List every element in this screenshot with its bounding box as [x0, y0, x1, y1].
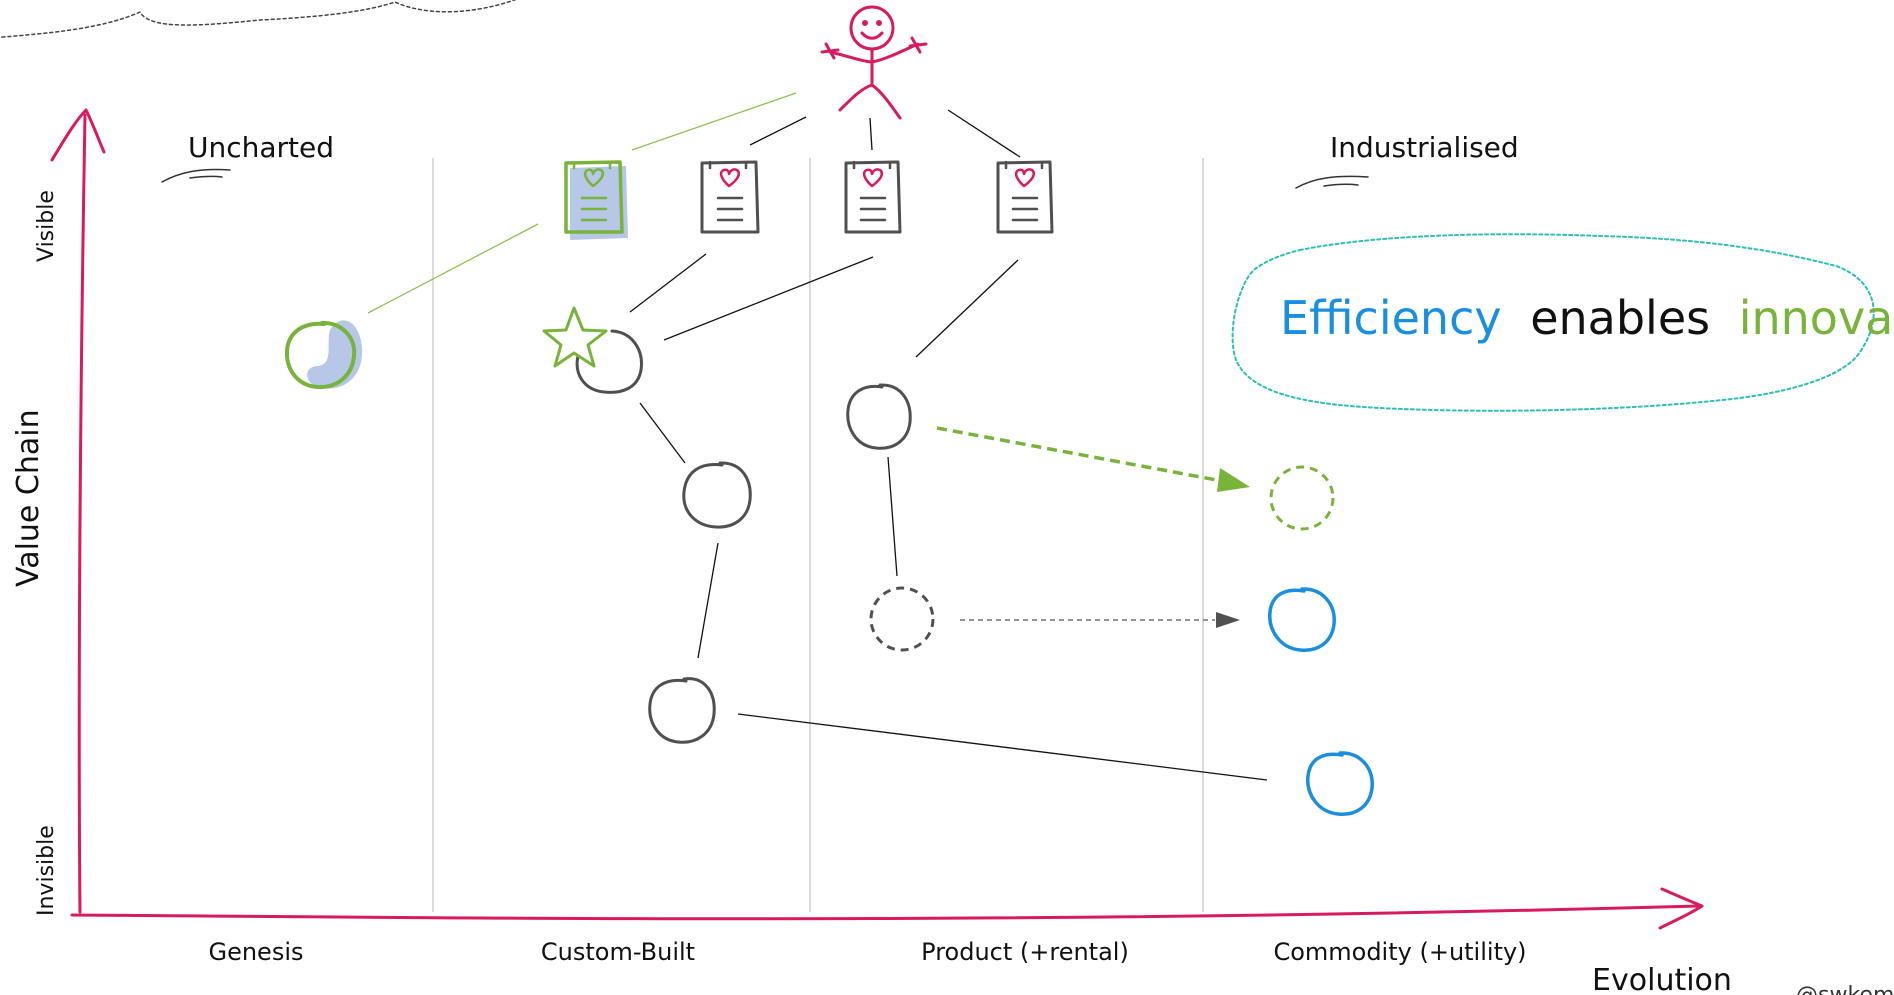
star-icon [542, 306, 608, 368]
author-credit: @swkem [1796, 983, 1894, 995]
need-document-green-body [564, 160, 624, 234]
evolution-arrow-green-head [1217, 468, 1250, 492]
user-smile [860, 31, 884, 40]
x-axis-title: Evolution [1592, 963, 1732, 995]
need-document-3-heart [862, 168, 884, 188]
user-right-eye [876, 20, 882, 26]
user-head [849, 5, 895, 51]
callout-word-efficiency: Efficiency [1280, 291, 1502, 345]
component-custom-lower [648, 677, 716, 744]
link-green-need-to-genesis [367, 223, 539, 314]
stage-label-custom-built: Custom-Built [541, 938, 695, 966]
need-document-2-tab [708, 160, 748, 170]
need-document-3-body [844, 160, 902, 234]
region-scribble-industrialised [1295, 175, 1369, 189]
component-product [846, 383, 912, 450]
stage-dividers [432, 158, 1204, 912]
callout-word-innovation: innovation [1739, 291, 1894, 345]
y-axis-title: Value Chain [11, 409, 46, 587]
user-arms [828, 42, 920, 64]
need-document-4-tab [1004, 160, 1044, 170]
region-label-industrialised: Industrialised [1330, 131, 1519, 164]
component-commodity-blue-1 [1268, 587, 1336, 652]
need-document-green-tab [572, 160, 612, 170]
need-document-4-heart [1014, 168, 1036, 188]
user-right-hand [908, 36, 928, 54]
callout-word-enables: enables [1530, 291, 1710, 345]
component-custom-circle [575, 329, 643, 394]
need-document-4 [996, 160, 1054, 234]
stick-figure-user-icon [820, 5, 928, 120]
need-document-2-body [700, 160, 760, 234]
evolution-arrow-green [936, 426, 1250, 492]
component-commodity-blue-2 [1306, 751, 1374, 816]
need-document-2 [700, 160, 760, 234]
region-scribble-uncharted [161, 168, 231, 183]
evolution-arrow-gray [960, 612, 1240, 628]
link-middle-to-lower [697, 542, 719, 659]
link-user-to-need-2 [749, 116, 807, 146]
cloud-outline [0, 0, 517, 38]
callout-cloud-outline [1231, 233, 1875, 412]
need-document-green-shadow [570, 166, 628, 240]
y-axis-invisible-label: Invisible [34, 825, 59, 916]
component-custom-middle [682, 461, 752, 529]
evolution-arrow-gray-head [1216, 612, 1240, 628]
evolution-arrow-green-line [936, 426, 1223, 483]
link-need3-to-custom [663, 256, 874, 341]
callout-text: Efficiency enables innovation [1280, 291, 1894, 345]
stage-label-product: Product (+rental) [921, 938, 1129, 966]
need-document-4-lines [1011, 196, 1039, 222]
link-user-to-need-1 [631, 92, 797, 151]
link-custom-to-middle [639, 402, 686, 464]
link-product-to-dashed [887, 456, 898, 577]
dependency-links [367, 92, 1268, 781]
need-document-3-lines [859, 196, 887, 222]
stage-label-commodity: Commodity (+utility) [1273, 938, 1526, 966]
y-axis-line [77, 113, 87, 914]
component-genesis-green-circle [284, 320, 357, 390]
region-label-uncharted: Uncharted [188, 131, 334, 164]
link-lower-to-commodity [737, 713, 1268, 781]
stage-label-genesis: Genesis [208, 938, 303, 966]
component-commodity-future-green-dashed [1269, 465, 1335, 531]
need-document-green-lines [580, 196, 608, 222]
link-user-to-need-3 [869, 117, 873, 151]
user-legs [838, 83, 902, 120]
y-axis-visible-label: Visible [34, 190, 59, 262]
y-axis-arrowhead [50, 108, 106, 162]
component-custom-differentiator [542, 306, 643, 394]
user-left-eye [862, 20, 868, 26]
need-document-4-body [996, 160, 1054, 234]
component-genesis-green [284, 320, 363, 390]
need-document-3 [844, 160, 902, 234]
link-user-to-need-4 [947, 109, 1021, 158]
need-document-green-heart [583, 168, 605, 188]
component-product-future-dashed [869, 586, 935, 652]
x-axis-arrowhead [1658, 887, 1704, 930]
link-need2-to-custom [629, 253, 707, 313]
need-document-2-heart [719, 168, 741, 188]
x-axis-line [70, 904, 1702, 921]
user-left-hand [820, 42, 840, 60]
need-document-2-lines [716, 196, 744, 222]
need-document-green [564, 160, 628, 240]
need-document-3-tab [852, 160, 892, 170]
axes [50, 108, 1704, 930]
link-need4-to-product [915, 259, 1019, 358]
